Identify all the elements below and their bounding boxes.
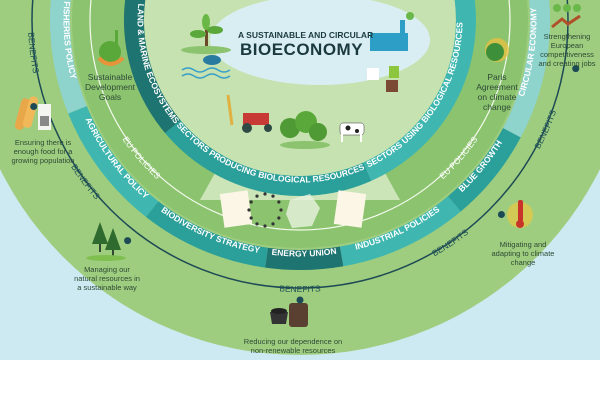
policy-ring-segment — [68, 106, 159, 217]
globe-sun-icon — [485, 38, 509, 62]
eu-star-icon — [277, 200, 281, 204]
tractor-icon — [226, 94, 272, 133]
eu-star-icon — [271, 222, 275, 226]
eu-star-icon — [271, 194, 275, 198]
eu-star-icon — [249, 216, 253, 220]
title-subtitle: A SUSTAINABLE AND CIRCULAR — [238, 30, 374, 40]
benefit-arrow-icon — [124, 237, 132, 245]
eu-star-icon — [249, 200, 253, 204]
benefit-food: Ensuring there is enough food for a grow… — [11, 138, 75, 165]
tree-icon — [181, 14, 231, 54]
sdg-label: Sustainable Development Goals — [84, 72, 136, 102]
forest-icon — [280, 111, 330, 149]
benefit-non-renewable: Reducing our dependence on non-renewable… — [243, 337, 343, 355]
growth-chart-icon — [551, 4, 581, 29]
policy-ring-segment — [447, 127, 521, 212]
eu-documents-icon — [219, 190, 367, 228]
tshirt-chair-icon — [367, 66, 399, 92]
benefit-arrow-icon — [572, 65, 580, 73]
center-sky — [210, 0, 430, 85]
sdg-icon — [97, 30, 125, 66]
eu-star-icon — [263, 224, 267, 228]
policy-ring-segment — [503, 0, 551, 138]
eu-star-icon — [279, 208, 283, 212]
policy-ring-segment — [265, 246, 344, 271]
benefits-line — [31, 0, 569, 289]
eu-policies-line — [89, 0, 511, 231]
benefit-natural-resources: Managing our natural resources in a sust… — [74, 265, 140, 292]
policy-label: ENERGY UNION — [271, 246, 337, 259]
factory-icon — [370, 12, 414, 51]
cow-icon — [339, 122, 365, 142]
benefits-label: BENEFITS — [279, 283, 321, 294]
thermometer-icon — [507, 200, 533, 228]
page-title: BIOECONOMY — [240, 40, 364, 59]
benefit-competitiveness: Strengthening European competitiveness a… — [538, 32, 596, 68]
eu-star-icon — [247, 208, 251, 212]
eu-star-icon — [255, 222, 259, 226]
benefit-arrow-icon — [30, 103, 38, 111]
inner-ring-segment — [363, 0, 476, 181]
eu-star-icon — [255, 194, 259, 198]
trees-icon — [86, 222, 126, 261]
policy-ring-segment — [339, 196, 461, 267]
benefit-climate: Mitigating and adapting to climate chang… — [491, 240, 555, 267]
benefit-arrow-icon — [497, 211, 505, 219]
eu-star-icon — [263, 192, 267, 196]
fish-waves-icon — [181, 55, 231, 79]
inner-ring-segment — [165, 120, 372, 196]
policy-ring-segment — [49, 0, 87, 114]
benefit-arrow-icon — [296, 296, 304, 304]
paris-agreement-label: Paris Agreement on climate change — [476, 72, 518, 112]
eu-star-icon — [277, 216, 281, 220]
policy-ring-segment — [146, 201, 269, 268]
coal-barrel-icon — [270, 303, 308, 327]
inner-ring-segment — [124, 0, 181, 134]
